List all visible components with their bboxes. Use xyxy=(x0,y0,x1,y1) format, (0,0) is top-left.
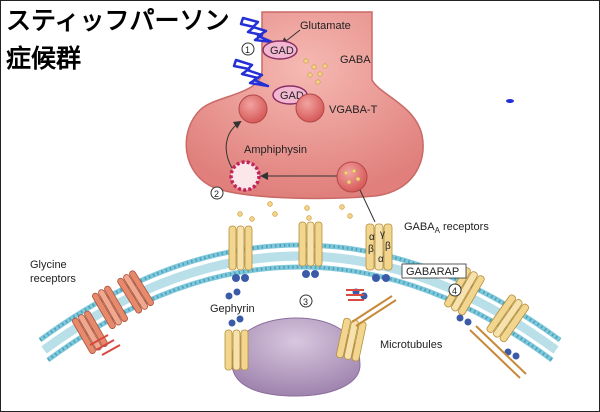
step-marker-2 xyxy=(210,186,224,200)
lightning-bolt-icon xyxy=(232,58,270,88)
recycling-arrow-up xyxy=(225,120,242,169)
gabarap-box xyxy=(401,263,467,279)
amphiphysin-label: Amphiphysin xyxy=(244,144,307,156)
vgaba-t-label: VGABA-T xyxy=(329,104,378,116)
synaptic-vesicle xyxy=(238,94,268,124)
gaba-a-receptor xyxy=(486,294,530,343)
internalized-receptor xyxy=(336,317,367,362)
subunit-gamma: γ xyxy=(380,229,385,240)
glutamate-label: Glutamate xyxy=(300,20,351,32)
gaba-a-receptor-highlighted xyxy=(365,223,393,282)
microtubules-label: Microtubules xyxy=(380,339,443,351)
gad-label-2: GAD xyxy=(280,90,304,102)
microtubule xyxy=(351,295,397,327)
ink-speck xyxy=(506,99,514,103)
gaba-molecules-top xyxy=(303,58,328,85)
synaptic-vesicle xyxy=(295,93,325,123)
gaba-a-receptors-label: GABAA receptors xyxy=(404,221,489,235)
gad-enzyme-1 xyxy=(262,40,298,60)
step-marker-1 xyxy=(241,42,255,56)
subunit-alpha-2: α xyxy=(378,254,384,265)
vesicle-gaba-molecules xyxy=(343,168,361,185)
subunit-alpha-1: α xyxy=(369,232,375,243)
title-line-1: スティッフパーソン xyxy=(6,6,230,35)
glycine-receptors-label: receptors xyxy=(30,273,76,285)
step-number-4: 4 xyxy=(452,286,457,296)
title-line-2: 症候群 xyxy=(6,44,82,73)
subunit-beta-1: β xyxy=(368,244,374,255)
docked-vesicle xyxy=(336,161,368,193)
internalized-receptor xyxy=(224,329,249,371)
gephyrin-molecules xyxy=(225,288,520,360)
subunit-beta-2: β xyxy=(385,241,391,252)
gad-label-1: GAD xyxy=(270,45,294,57)
microtubule xyxy=(469,325,527,379)
gephyrin-label: Gephyrin xyxy=(210,303,255,315)
step-number-3: 3 xyxy=(303,297,308,307)
gaba-a-receptor xyxy=(228,225,253,282)
glycine-receptor xyxy=(117,270,154,314)
gaba-receptor-pointer xyxy=(359,189,376,223)
endocytic-vesicle xyxy=(229,160,261,192)
glycine-receptor-anchor xyxy=(89,289,364,356)
gaba-a-receptor xyxy=(298,221,323,278)
glycine-label: Glycine xyxy=(30,259,67,271)
gaba-label: GABA xyxy=(340,54,371,66)
lightning-bolt-icon xyxy=(239,16,274,44)
gabarap-label: GABARAP xyxy=(406,266,459,278)
step-marker-3 xyxy=(299,294,313,308)
step-number-1: 1 xyxy=(245,45,250,55)
postsynaptic-cell-body xyxy=(231,317,361,397)
gaba-molecules-cleft xyxy=(237,201,353,222)
glycine-receptor xyxy=(92,285,128,329)
step-marker-4 xyxy=(448,283,462,297)
step-number-2: 2 xyxy=(214,189,219,199)
